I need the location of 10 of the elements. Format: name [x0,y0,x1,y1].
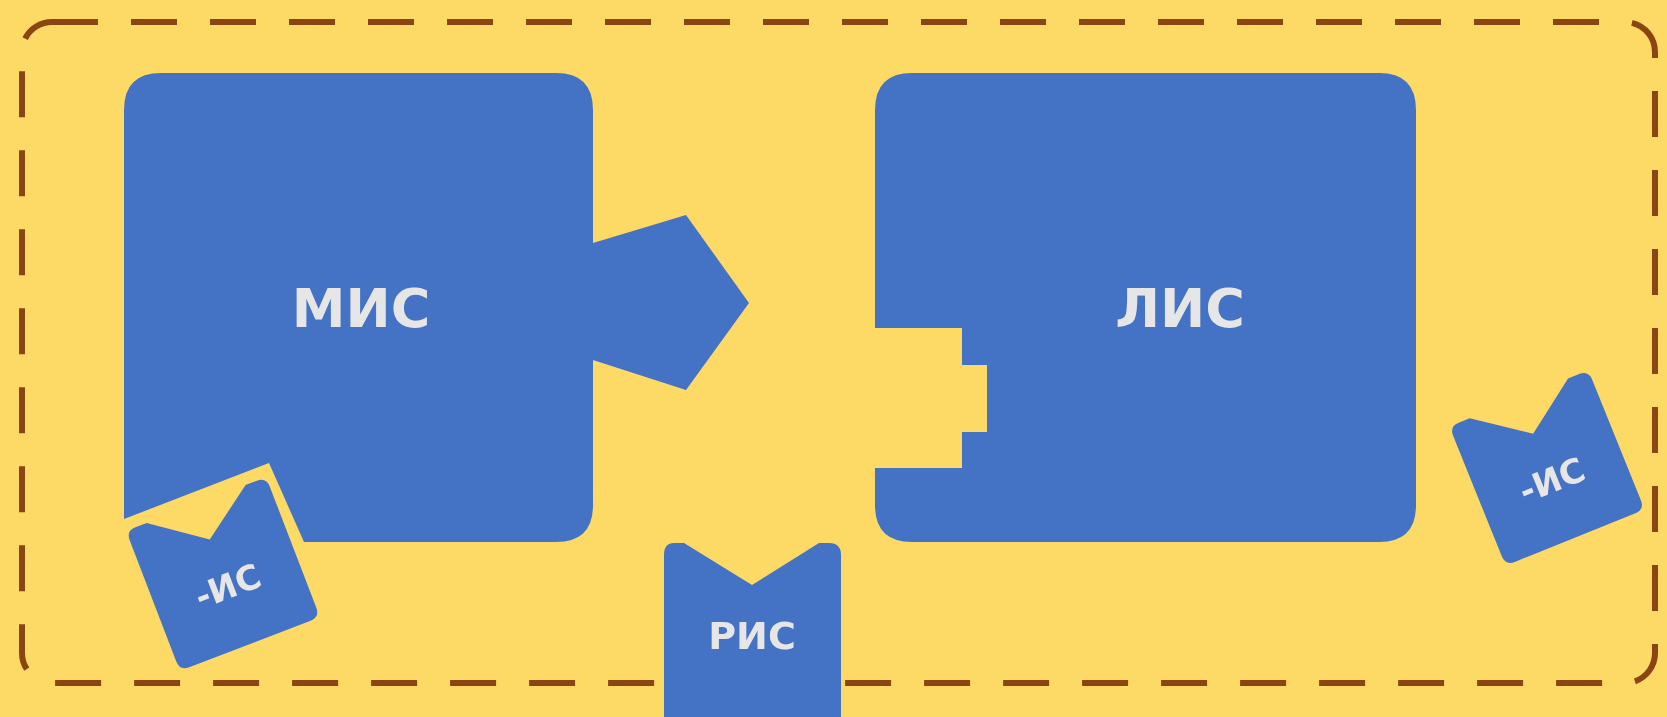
piece-label: РИС [708,614,796,658]
piece-label: -ИС [1513,448,1591,512]
puzzle-piece [1449,370,1645,566]
puzzle-piece [124,73,749,542]
puzzle-piece [126,477,320,671]
piece-label: МИС [291,276,431,340]
piece-label: -ИС [188,555,267,617]
piece-label: ЛИС [1115,276,1245,340]
puzzle-piece [875,73,1416,542]
puzzle-piece [664,543,841,717]
